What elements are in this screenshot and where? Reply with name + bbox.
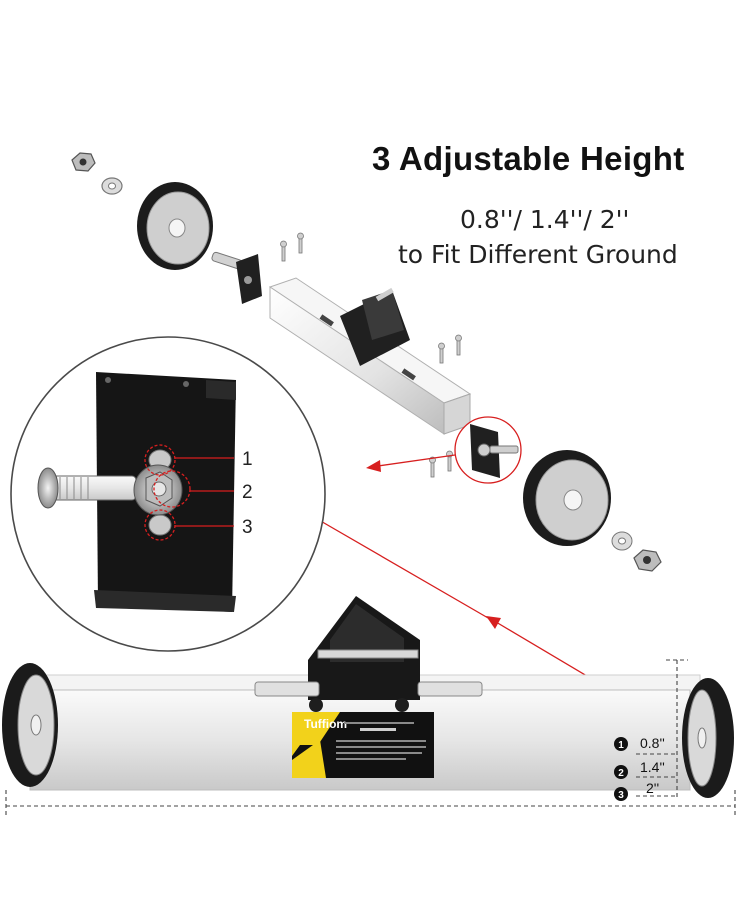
svg-text:2: 2 xyxy=(618,768,624,779)
brand-logo-text: Tuffiom xyxy=(304,717,347,731)
wheel-icon xyxy=(682,678,734,798)
subheading: to Fit Different Ground xyxy=(398,240,678,269)
svg-text:3: 3 xyxy=(618,790,624,801)
wheel-icon xyxy=(137,182,213,270)
height-values-text: 0.8''/ 1.4''/ 2'' xyxy=(460,205,630,234)
headline: 3 Adjustable Height xyxy=(372,140,685,177)
svg-text:0.8'': 0.8'' xyxy=(640,735,665,751)
hole-label-3: 3 xyxy=(242,517,253,538)
svg-text:1: 1 xyxy=(618,740,624,751)
magnified-detail: 1 2 3 xyxy=(10,336,326,652)
detail-marker xyxy=(454,416,522,484)
square-tube-icon xyxy=(268,277,472,435)
hole-label-2: 2 xyxy=(242,482,253,503)
axle-bracket-icon xyxy=(211,251,262,304)
height-option-1: 1 0.8'' xyxy=(614,735,665,751)
hole-label-1: 1 xyxy=(242,449,253,470)
wheel-icon xyxy=(2,663,58,787)
exploded-parts xyxy=(71,152,662,572)
assembled-sweeper: Tuffiom xyxy=(2,596,736,818)
wheel-icon xyxy=(523,450,611,546)
height-option-2: 2 1.4'' xyxy=(614,759,665,779)
height-option-3: 3 2'' xyxy=(614,780,659,801)
product-label: Tuffiom xyxy=(292,712,434,778)
svg-text:2'': 2'' xyxy=(646,780,659,796)
svg-text:1.4'': 1.4'' xyxy=(640,759,665,775)
